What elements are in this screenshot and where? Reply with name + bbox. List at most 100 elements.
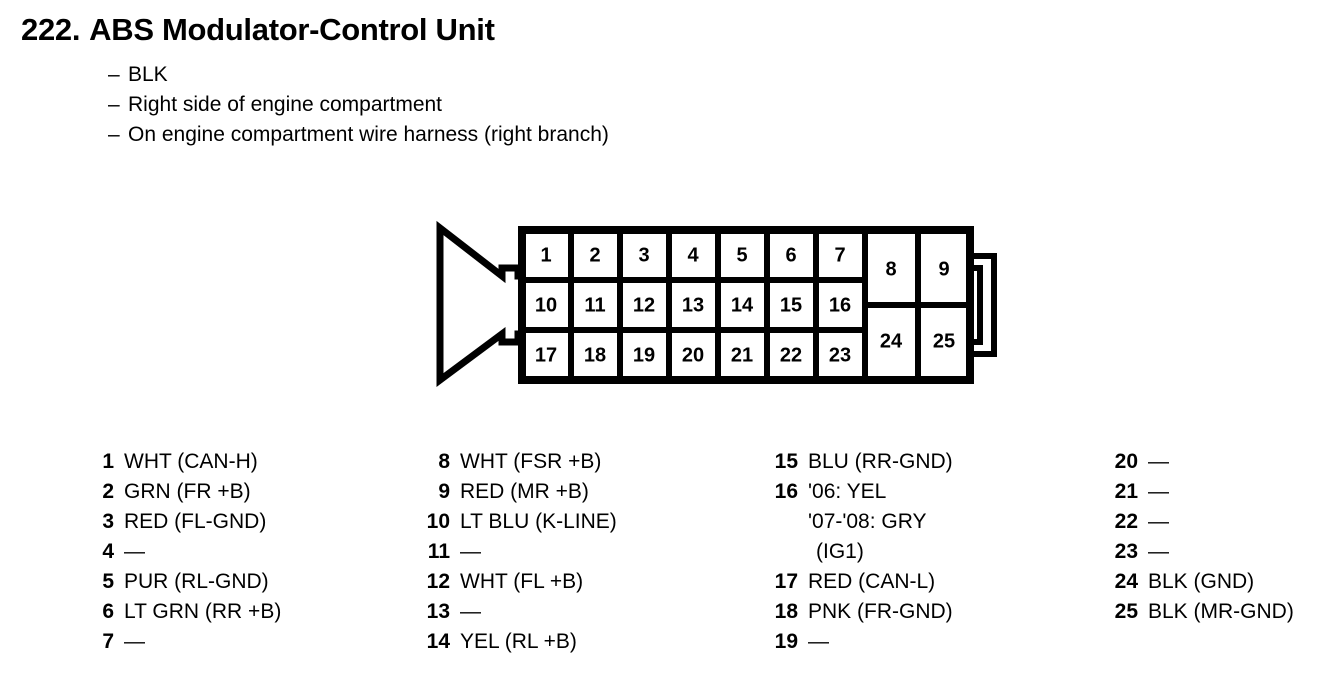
pin-cell-22: 22 bbox=[780, 344, 802, 366]
legend-pin-label: — bbox=[1148, 480, 1169, 503]
legend-pin-number: 18 bbox=[774, 600, 798, 623]
legend-pin-label: '06: YEL bbox=[808, 480, 887, 503]
page-title: 222.ABS Modulator-Control Unit bbox=[21, 12, 495, 48]
legend-pin-number: 19 bbox=[774, 630, 798, 653]
legend-row: 12 WHT (FL +B) bbox=[424, 570, 617, 600]
legend-pin-number: 2 bbox=[102, 480, 114, 503]
legend-pin-number: 5 bbox=[102, 570, 114, 593]
legend-pin-number: 10 bbox=[426, 510, 450, 533]
legend-pin-number: 6 bbox=[102, 600, 114, 623]
legend-row: 2 GRN (FR +B) bbox=[88, 480, 281, 510]
legend-pin-label-continuation: (IG1) bbox=[816, 540, 864, 563]
legend-pin-label-continuation: '07-'08: GRY bbox=[808, 510, 927, 533]
legend-row: 14 YEL (RL +B) bbox=[424, 630, 617, 660]
legend-pin-number: 17 bbox=[774, 570, 798, 593]
legend-row: 17 RED (CAN-L) bbox=[772, 570, 953, 600]
legend-pin-label: WHT (FL +B) bbox=[460, 570, 584, 593]
pin-cell-15: 15 bbox=[780, 294, 802, 316]
legend-pin-number: 11 bbox=[427, 540, 450, 563]
legend-pin-number: 12 bbox=[426, 570, 450, 593]
pin-cell-1: 1 bbox=[540, 244, 551, 266]
pin-cell-23: 23 bbox=[829, 344, 851, 366]
legend-pin-label: RED (CAN-L) bbox=[808, 570, 936, 593]
legend-pin-label: — bbox=[1148, 510, 1169, 533]
pin-cell-10: 10 bbox=[535, 294, 557, 316]
legend-pin-label: — bbox=[1148, 540, 1169, 563]
legend-row: 19 — bbox=[772, 630, 953, 660]
legend-pin-label: RED (FL-GND) bbox=[124, 510, 267, 533]
legend-row: 13 — bbox=[424, 600, 617, 630]
legend-pin-number: 24 bbox=[1114, 570, 1138, 593]
connector-pinout-diagram: 1 2 3 4 5 6 7 10 11 12 13 14 15 16 17 18… bbox=[430, 218, 1010, 393]
legend-pin-label: WHT (FSR +B) bbox=[460, 450, 602, 473]
legend-pin-label: LT BLU (K-LINE) bbox=[460, 510, 617, 533]
legend-pin-label: — bbox=[124, 540, 145, 563]
legend-pin-number: 20 bbox=[1114, 450, 1138, 473]
legend-row: 18 PNK (FR-GND) bbox=[772, 600, 953, 630]
legend-pin-label: YEL (RL +B) bbox=[460, 630, 577, 653]
pin-cell-2: 2 bbox=[589, 244, 600, 266]
legend-column: 1 WHT (CAN-H) 2 GRN (FR +B) 3 RED (FL-GN… bbox=[88, 450, 281, 660]
spec-item-text: BLK bbox=[128, 63, 168, 86]
legend-row: 11 — bbox=[424, 540, 617, 570]
legend-pin-label: WHT (CAN-H) bbox=[124, 450, 258, 473]
pin-cell-16: 16 bbox=[829, 294, 851, 316]
spec-item-text: On engine compartment wire harness (righ… bbox=[128, 123, 609, 146]
legend-row: 1 WHT (CAN-H) bbox=[88, 450, 281, 480]
legend-row: 16 '06: YEL bbox=[772, 480, 953, 510]
pin-cell-4: 4 bbox=[687, 244, 699, 266]
legend-pin-number: 4 bbox=[102, 540, 114, 563]
legend-pin-number: 3 bbox=[102, 510, 114, 533]
pin-cell-9: 9 bbox=[938, 258, 949, 280]
legend-pin-label: — bbox=[460, 540, 481, 563]
legend-pin-number: 13 bbox=[426, 600, 450, 623]
legend-pin-label: — bbox=[124, 630, 145, 653]
section-number: 222. bbox=[21, 12, 81, 47]
legend-column: 20 — 21 — 22 — 23 — 24 BLK (GND) 25 BLK … bbox=[1112, 450, 1294, 630]
legend-row: 8 WHT (FSR +B) bbox=[424, 450, 617, 480]
pin-cell-24: 24 bbox=[880, 330, 903, 352]
legend-row: 20 — bbox=[1112, 450, 1294, 480]
legend-row: 24 BLK (GND) bbox=[1112, 570, 1294, 600]
legend-pin-number: 15 bbox=[774, 450, 798, 473]
legend-row: 21 — bbox=[1112, 480, 1294, 510]
legend-pin-label: BLK (MR-GND) bbox=[1148, 600, 1294, 623]
legend-row: 9 RED (MR +B) bbox=[424, 480, 617, 510]
legend-row: 4 — bbox=[88, 540, 281, 570]
pin-cell-12: 12 bbox=[633, 294, 655, 316]
pin-cell-17: 17 bbox=[535, 344, 557, 366]
legend-pin-number: 9 bbox=[438, 480, 450, 503]
legend-row: 25 BLK (MR-GND) bbox=[1112, 600, 1294, 630]
legend-pin-label: — bbox=[1148, 450, 1169, 473]
legend-pin-number: 21 bbox=[1114, 480, 1138, 503]
legend-pin-number: 16 bbox=[774, 480, 798, 503]
pin-cell-8: 8 bbox=[885, 258, 896, 280]
pin-cell-7: 7 bbox=[834, 244, 845, 266]
connector-boot-shape bbox=[436, 220, 530, 387]
legend-pin-label: BLU (RR-GND) bbox=[808, 450, 953, 473]
pin-legend: 1 WHT (CAN-H) 2 GRN (FR +B) 3 RED (FL-GN… bbox=[0, 450, 1328, 660]
legend-pin-label: — bbox=[808, 630, 829, 653]
spec-item: –BLK bbox=[108, 60, 808, 90]
page-title-text: ABS Modulator-Control Unit bbox=[89, 12, 495, 47]
spec-item-text: Right side of engine compartment bbox=[128, 93, 443, 116]
pin-cell-14: 14 bbox=[731, 294, 754, 316]
legend-pin-label: GRN (FR +B) bbox=[124, 480, 251, 503]
legend-row: 23 — bbox=[1112, 540, 1294, 570]
legend-pin-number: 14 bbox=[426, 630, 450, 653]
legend-pin-label: — bbox=[460, 600, 481, 623]
pin-cell-25: 25 bbox=[933, 330, 955, 352]
legend-pin-label: RED (MR +B) bbox=[460, 480, 589, 503]
legend-pin-label: PNK (FR-GND) bbox=[808, 600, 953, 623]
legend-pin-number: 25 bbox=[1114, 600, 1138, 623]
legend-row: 15 BLU (RR-GND) bbox=[772, 450, 953, 480]
legend-column: 8 WHT (FSR +B) 9 RED (MR +B) 10 LT BLU (… bbox=[424, 450, 617, 660]
legend-column: 15 BLU (RR-GND) 16 '06: YEL '07-'08: GRY… bbox=[772, 450, 953, 660]
pin-cell-18: 18 bbox=[584, 344, 606, 366]
pin-cell-3: 3 bbox=[638, 244, 649, 266]
legend-row: 7 — bbox=[88, 630, 281, 660]
legend-row: 6 LT GRN (RR +B) bbox=[88, 600, 281, 630]
legend-pin-label: BLK (GND) bbox=[1148, 570, 1255, 593]
pin-cell-11: 11 bbox=[584, 294, 605, 316]
legend-pin-number: 8 bbox=[438, 450, 450, 473]
